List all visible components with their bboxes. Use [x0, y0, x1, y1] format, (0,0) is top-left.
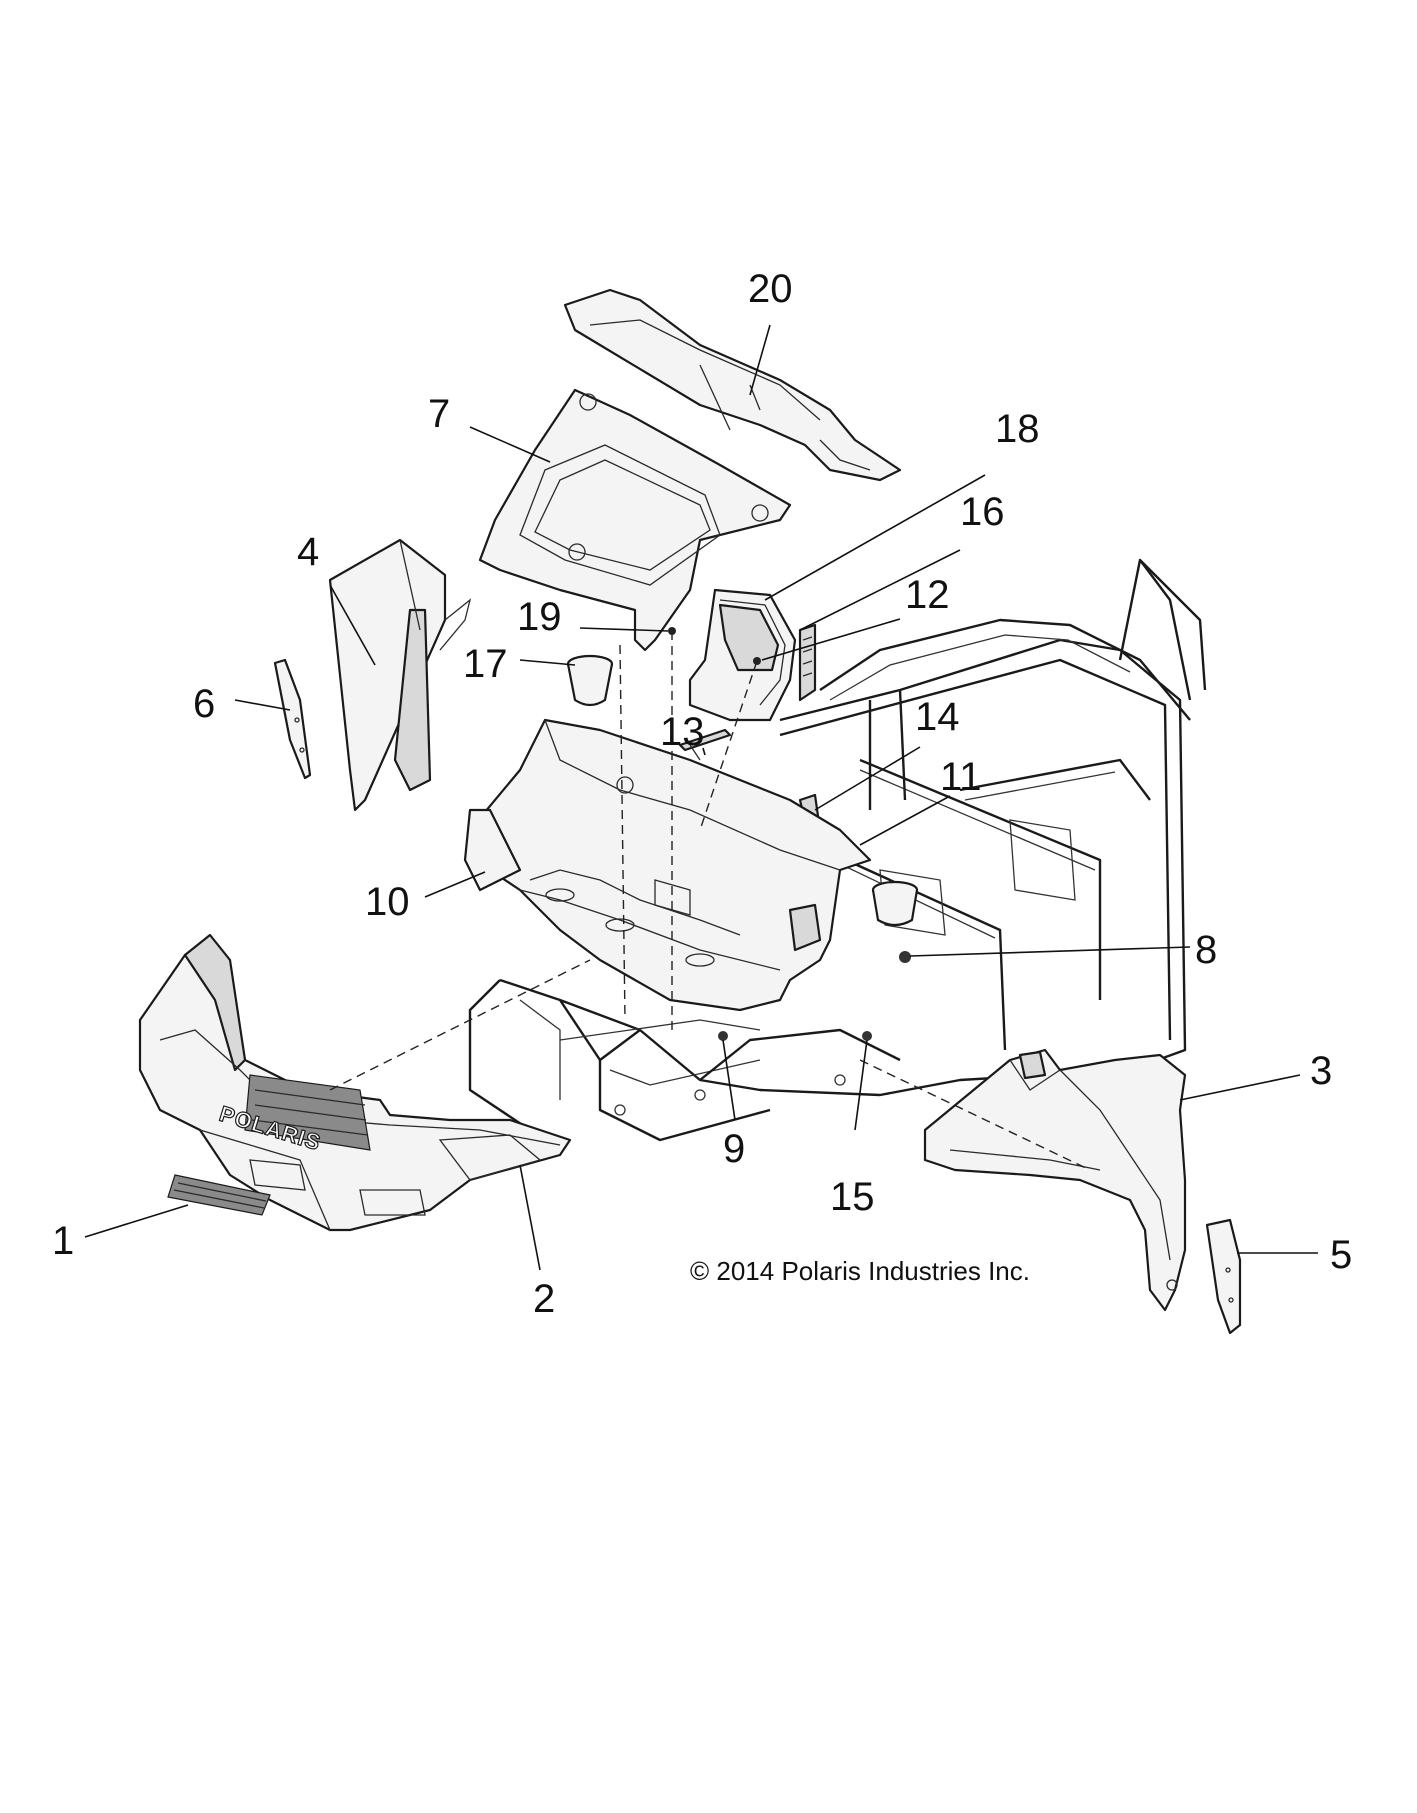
callout-13: 13: [660, 710, 705, 754]
chassis-frame: [468, 558, 1207, 1142]
alignment-lines: [329, 631, 1091, 1171]
part-20-dash-upper-panel: [563, 288, 902, 482]
part-9-fastener: [718, 1031, 728, 1041]
callout-11: 11: [940, 755, 982, 799]
callout-7: 7: [428, 392, 450, 436]
part-15-fastener: [862, 1031, 872, 1041]
callout-2: 2: [533, 1277, 555, 1321]
part-4-side-cover: [328, 538, 472, 812]
part-3-front-fender: [923, 1048, 1187, 1312]
callout-1: 1: [52, 1219, 74, 1263]
part-17-cup-holder: [566, 654, 614, 707]
part-16-vent: [798, 623, 817, 702]
part-5-mud-strip: [1205, 1218, 1242, 1335]
callout-16: 16: [960, 490, 1005, 534]
part-7-hood: [478, 388, 792, 652]
callout-19: 19: [517, 595, 562, 639]
callout-6: 6: [193, 682, 215, 726]
callout-12: 12: [905, 573, 950, 617]
callout-8: 8: [1195, 928, 1217, 972]
callout-20: 20: [748, 267, 793, 311]
callout-18: 18: [995, 407, 1040, 451]
callout-10: 10: [365, 880, 410, 924]
part-18-storage-bin: [688, 588, 797, 722]
part-8-fastener: [899, 951, 911, 963]
cup-holder-on-dash: [871, 880, 919, 927]
part-13-bracket: [678, 728, 732, 761]
copyright-notice: © 2014 Polaris Industries Inc.: [690, 1256, 1030, 1286]
part-6-mud-strip: [273, 658, 312, 780]
leader-lines: [84, 324, 1318, 1271]
part-2-front-bumper: POLARIS: [138, 933, 572, 1232]
callout-labels: 1 2 3 4 5 6 7 8 9 10 11 12 13 14 15 16 1…: [52, 267, 1352, 1321]
part-1-lower-grille: [167, 1174, 271, 1216]
callout-9: 9: [723, 1127, 745, 1171]
callout-14: 14: [915, 695, 960, 739]
callout-4: 4: [297, 530, 319, 574]
callout-15: 15: [830, 1175, 875, 1219]
part-10-dashboard: [463, 718, 872, 1012]
callout-3: 3: [1310, 1049, 1332, 1093]
callout-5: 5: [1330, 1233, 1352, 1277]
callout-17: 17: [463, 642, 508, 686]
